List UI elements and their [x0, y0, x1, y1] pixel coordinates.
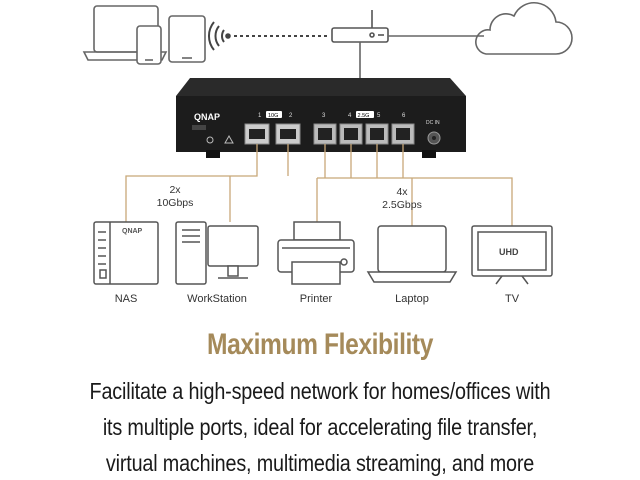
connection-lines: [125, 144, 513, 226]
network-switch: QNAP 1 10G 2 3 4 2.5G 5 6 DC IN: [176, 78, 466, 158]
right-caption-count: 4x: [396, 186, 408, 198]
laptop-icon: [366, 225, 458, 283]
body-line-3: virtual machines, multimedia streaming, …: [105, 450, 535, 476]
headline: Maximum Flexibility: [207, 328, 433, 361]
port-label-1: 1: [258, 113, 262, 119]
port-label-5: 5: [377, 113, 381, 119]
wifi-icon: [207, 21, 231, 51]
port-label-3: 3: [322, 113, 326, 119]
port-label-10g: 10G: [268, 113, 278, 119]
left-caption-count: 2x: [169, 184, 181, 196]
device-label-printer: Printer: [299, 293, 333, 305]
phone-icon: [136, 25, 162, 65]
device-label-nas: NAS: [114, 293, 138, 305]
right-group-caption: 4x 2.5Gbps: [362, 186, 442, 212]
device-label-laptop: Laptop: [395, 293, 429, 305]
printer-icon: [277, 221, 355, 285]
port-label-2: 2: [289, 113, 293, 119]
port-label-2-5g: 2.5G: [358, 113, 370, 119]
left-group-caption: 2x 10Gbps: [135, 184, 215, 210]
power-icon: [206, 136, 214, 144]
router-icon: [331, 10, 389, 43]
tv-icon: [471, 225, 553, 285]
switch-brand: QNAP: [194, 112, 220, 122]
nas-brand: QNAP: [122, 228, 143, 235]
cloud-icon: [475, 2, 573, 55]
body-line-1: Facilitate a high-speed network for home…: [89, 378, 551, 404]
body-line-2: its multiple ports, ideal for accelerati…: [102, 414, 538, 440]
warning-icon: [224, 134, 234, 144]
left-caption-speed: 10Gbps: [156, 197, 194, 209]
workstation-icon: [175, 221, 259, 285]
port-label-6: 6: [402, 113, 406, 119]
tv-uhd-text: UHD: [499, 247, 519, 257]
tablet-icon: [168, 15, 206, 63]
right-caption-speed: 2.5Gbps: [382, 199, 422, 211]
device-label-tv: TV: [504, 293, 520, 305]
device-label-workstation: WorkStation: [187, 293, 247, 305]
dc-in-label: DC IN: [426, 120, 440, 126]
nas-icon: [93, 221, 159, 285]
port-label-4: 4: [348, 113, 352, 119]
